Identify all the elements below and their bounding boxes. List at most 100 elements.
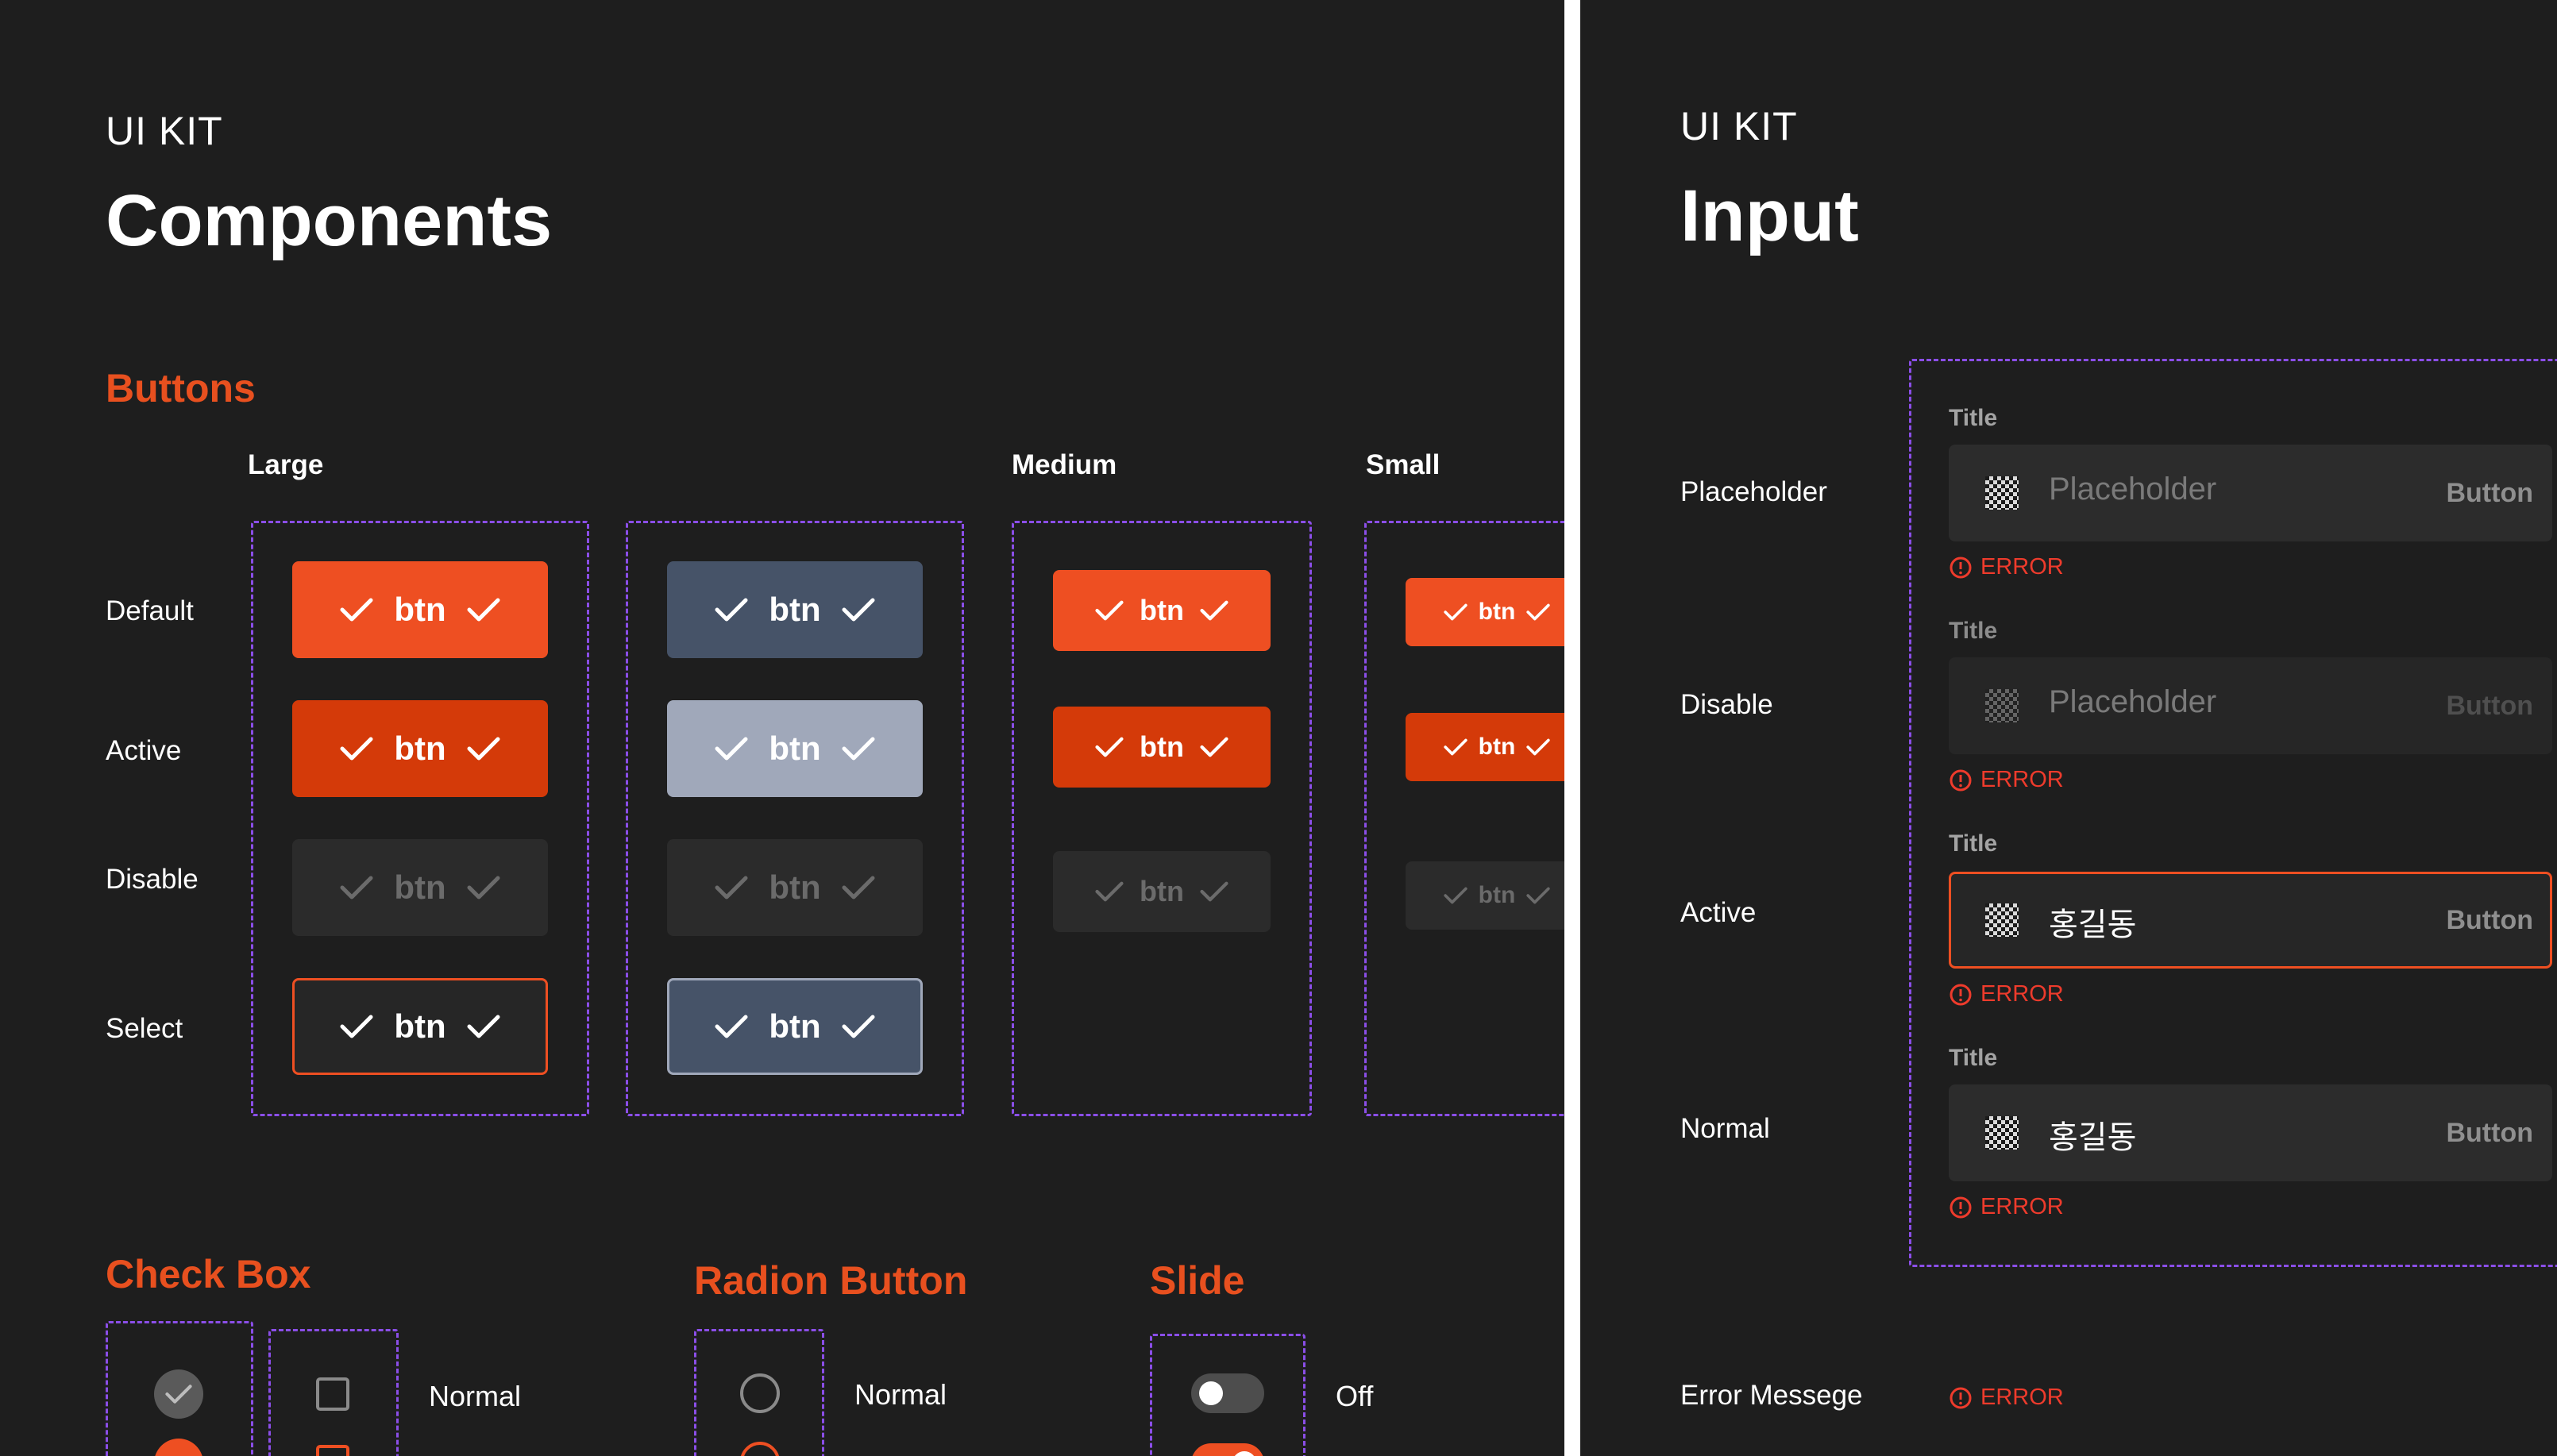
toggle-on[interactable] [1191,1443,1264,1456]
input-placeholder-text: Placeholder [2049,472,2217,507]
error-text: ERROR [1980,981,2064,1007]
error-text: ERROR [1980,1194,2064,1219]
small-frame [1364,521,1564,1116]
field-title: Title [1949,618,1998,644]
button-label: btn [394,1007,446,1045]
size-medium-heading: Medium [1012,449,1117,480]
buttons-section-title: Buttons [106,366,256,410]
error-message: ERROR [1949,981,2064,1007]
check-icon [340,737,373,761]
large-active-button[interactable]: btn [292,700,548,797]
alert-circle-icon [1950,984,1972,1005]
check-icon [1200,881,1228,902]
radio-frame [694,1329,824,1456]
round-checkbox-normal[interactable] [154,1369,203,1419]
large-navy-select-button[interactable]: btn [667,978,923,1075]
error-message: ERROR [1949,1194,2064,1220]
state-label-select: Select [106,1013,183,1044]
check-icon [715,598,748,622]
medium-active-button[interactable]: btn [1053,707,1271,788]
check-icon [842,598,875,622]
slide-frame [1150,1334,1305,1456]
alert-circle-icon [1950,1196,1972,1218]
size-small-heading: Small [1366,449,1440,480]
button-label: btn [394,869,446,906]
input-row-label-disable: Disable [1680,689,1773,720]
error-message: ERROR [1949,554,2064,580]
error-message-sample: ERROR [1949,1385,2064,1411]
field-title: Title [1949,830,1998,857]
medium-disabled-button: btn [1053,851,1271,932]
input-action-button[interactable]: Button [2446,478,2533,508]
page-title: Input [1680,175,1859,256]
slide-off-label: Off [1336,1380,1374,1412]
input-action-button[interactable]: Button [2446,905,2533,935]
check-icon [715,737,748,761]
check-icon [467,737,500,761]
toggle-off[interactable] [1191,1373,1264,1413]
button-label: btn [1140,730,1184,763]
button-label: btn [769,730,821,767]
medium-frame [1012,521,1312,1116]
radio-normal[interactable] [740,1373,780,1413]
input-field-active[interactable]: 홍길동 Button [1949,872,2552,969]
check-icon [1444,603,1467,621]
components-panel: UI KIT Components Buttons Large Medium S… [0,0,1564,1456]
checkbox-round-frame [106,1321,253,1456]
medium-default-button[interactable]: btn [1053,570,1271,651]
radio-section-title: Radion Button [694,1258,968,1303]
square-checkbox-normal[interactable] [316,1377,349,1411]
toggle-knob [1199,1381,1223,1405]
check-icon [715,876,748,899]
check-icon [1526,738,1550,756]
button-label: btn [1478,882,1516,908]
square-checkbox-checked[interactable] [316,1445,349,1456]
check-icon [340,1015,373,1038]
small-active-button[interactable]: btn [1406,713,1564,781]
error-text: ERROR [1980,554,2064,580]
large-disabled-button: btn [292,839,548,936]
input-field-normal[interactable]: 홍길동 Button [1949,1084,2552,1181]
checker-pattern-icon [1985,689,2019,722]
error-text: ERROR [1980,1385,2064,1410]
check-icon [1444,738,1467,756]
input-field-placeholder[interactable]: Placeholder Button [1949,445,2552,541]
button-label: btn [1140,594,1184,626]
round-checkbox-checked[interactable] [154,1439,203,1456]
state-label-active: Active [106,735,182,766]
check-icon [1526,887,1550,904]
large-navy-default-button[interactable]: btn [667,561,923,658]
input-action-button[interactable]: Button [2446,1118,2533,1148]
input-field-disabled: Placeholder Button [1949,657,2552,754]
check-icon [340,876,373,899]
input-value: 홍길동 [2049,1120,2137,1155]
input-value: 홍길동 [2049,907,2137,942]
page-title: Components [106,180,553,261]
slide-section-title: Slide [1150,1258,1245,1303]
button-label: btn [394,591,446,628]
check-icon [1095,737,1124,757]
check-icon [1095,881,1124,902]
error-message: ERROR [1949,767,2064,793]
check-icon [842,1015,875,1038]
large-select-button[interactable]: btn [292,978,548,1075]
input-action-button: Button [2446,691,2533,721]
checker-pattern-icon [1985,903,2019,937]
large-default-button[interactable]: btn [292,561,548,658]
alert-circle-icon [1950,1387,1972,1408]
large-navy-active-button[interactable]: btn [667,700,923,797]
input-states-frame [1909,359,2557,1267]
button-label: btn [1140,875,1184,907]
button-label: btn [394,730,446,767]
small-default-button[interactable]: btn [1406,578,1564,646]
checker-pattern-icon [1985,1116,2019,1150]
check-icon [1200,600,1228,621]
large-navy-disabled-button: btn [667,839,923,936]
check-icon [1526,603,1550,621]
ui-kit-label: UI KIT [106,109,223,153]
field-title: Title [1949,1045,1998,1071]
check-icon [467,876,500,899]
state-label-disable: Disable [106,864,199,895]
toggle-knob [1232,1451,1256,1456]
input-row-label-normal: Normal [1680,1113,1770,1144]
